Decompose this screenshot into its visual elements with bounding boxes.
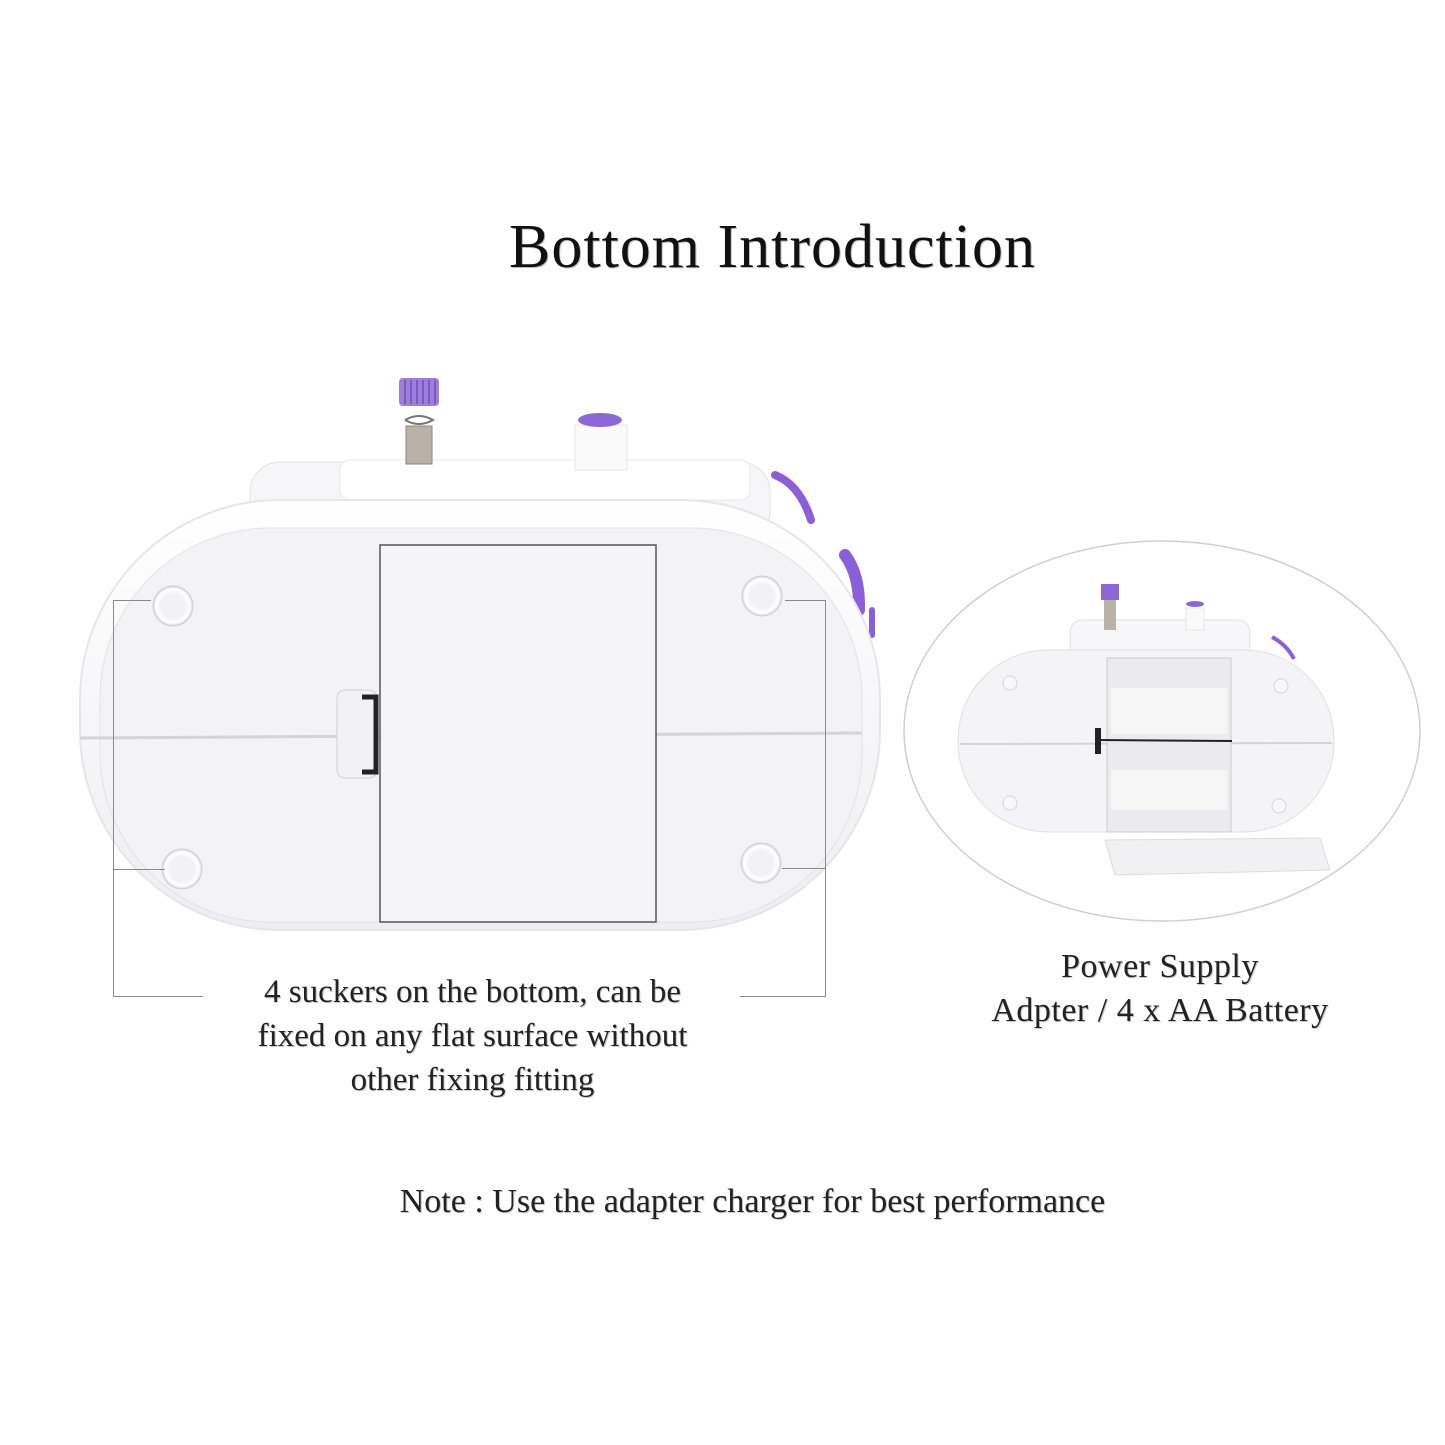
page-title: Bottom Introduction bbox=[508, 213, 1037, 281]
callout-line-right-caption bbox=[740, 996, 825, 997]
caption-line: fixed on any flat surface without bbox=[257, 1018, 688, 1054]
callout-line-right-vertical bbox=[825, 600, 826, 997]
side-button-icon bbox=[839, 549, 866, 616]
tension-knob-icon bbox=[399, 378, 439, 465]
caption-line: Adpter / 4 x AA Battery bbox=[991, 992, 1329, 1029]
sucker-icon bbox=[741, 575, 783, 617]
note-text: Note : Use the adapter charger for best … bbox=[399, 1183, 1106, 1220]
sucker-icon bbox=[740, 842, 782, 884]
latch-icon bbox=[336, 689, 379, 779]
callout-line-right-bottom bbox=[782, 868, 825, 869]
callout-line-left-vertical bbox=[113, 600, 114, 997]
callout-line-right-top bbox=[785, 600, 825, 601]
suckers-caption: 4 suckers on the bottom, can be fixed on… bbox=[200, 970, 745, 1102]
inset-battery-image bbox=[903, 540, 1421, 922]
battery-cover bbox=[379, 544, 657, 923]
side-button-icon bbox=[771, 471, 815, 524]
callout-line-left-bottom bbox=[113, 869, 165, 870]
callout-line-left-caption bbox=[113, 996, 203, 997]
sucker-icon bbox=[152, 585, 194, 627]
top-button-icon bbox=[574, 413, 628, 471]
power-supply-caption: Power Supply Adpter / 4 x AA Battery bbox=[940, 945, 1380, 1033]
caption-line: other fixing fitting bbox=[350, 1062, 595, 1098]
callout-line-left-top bbox=[113, 600, 151, 601]
caption-line: Power Supply bbox=[1061, 948, 1259, 985]
caption-line: 4 suckers on the bottom, can be bbox=[264, 974, 681, 1010]
sucker-icon bbox=[161, 848, 203, 890]
